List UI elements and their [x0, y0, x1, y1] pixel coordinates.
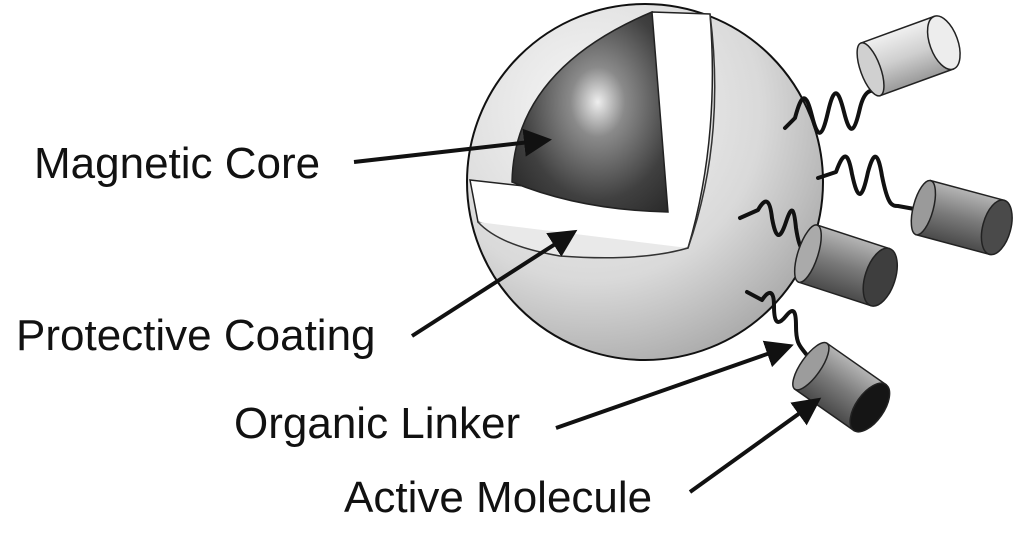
label-protective-coating: Protective Coating	[16, 311, 376, 360]
linker-4	[745, 290, 814, 360]
arrow-organic-linker	[555, 340, 794, 430]
linker-2	[816, 154, 922, 212]
label-magnetic-core: Magnetic Core	[34, 139, 320, 188]
arrow-active-molecule	[688, 397, 822, 494]
arrow-protective-coating	[410, 229, 578, 338]
linker-3	[738, 199, 812, 253]
active-molecule-1	[856, 15, 961, 97]
arrow-magnetic-core	[353, 128, 552, 164]
magnetic-core	[511, 10, 669, 213]
active-molecule-2	[910, 179, 1013, 256]
active-molecule-3	[793, 224, 899, 307]
label-active-molecule: Active Molecule	[344, 473, 652, 522]
active-molecules	[792, 15, 1013, 433]
callout-arrows	[353, 128, 822, 494]
organic-linkers	[738, 88, 922, 360]
label-organic-linker: Organic Linker	[234, 399, 520, 448]
linker-1	[783, 88, 880, 135]
active-molecule-4	[792, 341, 891, 433]
